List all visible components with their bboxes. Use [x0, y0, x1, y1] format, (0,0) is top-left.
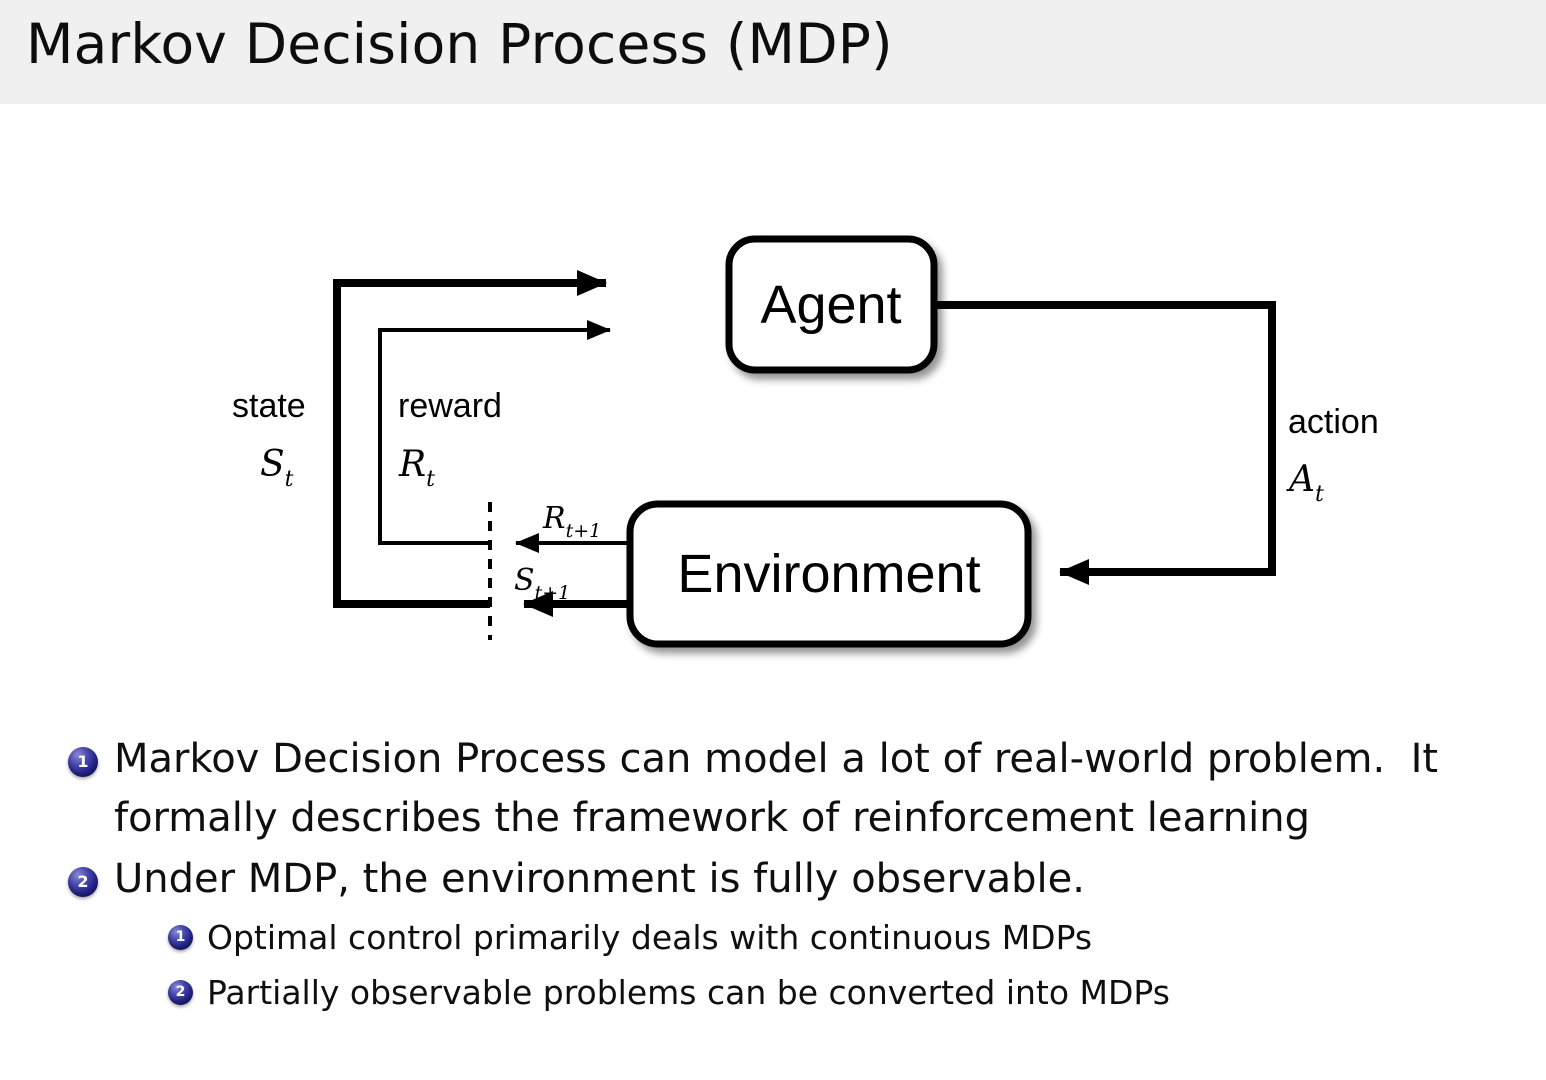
list-item[interactable]: 2 Under MDP, the environment is fully ob…: [0, 850, 1546, 909]
label-action-symbol: At: [1286, 459, 1324, 507]
label-action: action At: [1286, 403, 1379, 507]
list-item[interactable]: 2 Partially observable problems can be c…: [0, 966, 1546, 1019]
node-agent[interactable]: Agent: [725, 235, 938, 374]
list-item-line: Under MDP, the environment is fully obse…: [114, 856, 1085, 902]
list-item-text-block: Markov Decision Process can model a lot …: [114, 730, 1438, 848]
node-agent-label: Agent: [760, 275, 901, 335]
label-state-symbol: St: [260, 444, 294, 492]
edge-action: [935, 301, 1276, 585]
list-item[interactable]: 1 Markov Decision Process can model a lo…: [0, 730, 1546, 848]
bullet-number-badge: 2: [168, 980, 193, 1005]
node-environment[interactable]: Environment: [626, 500, 1032, 648]
bullet-number-badge: 1: [68, 747, 98, 777]
label-reward-symbol: Rt: [398, 444, 435, 492]
label-reward-text: reward: [398, 387, 502, 425]
list-item-text-block: Under MDP, the environment is fully obse…: [114, 850, 1085, 909]
edge-reward: [378, 320, 611, 545]
bullet-number-badge: 1: [168, 925, 193, 950]
list-item-line: Markov Decision Process can model a lot …: [114, 736, 1439, 782]
list-item-text-block: Partially observable problems can be con…: [207, 966, 1170, 1019]
node-environment-label: Environment: [677, 544, 980, 604]
slide-header-bar: [0, 0, 1546, 104]
label-reward-next: Rt+1: [542, 501, 601, 542]
bullet-number-badge: 2: [68, 867, 98, 897]
label-state-text: state: [232, 387, 306, 425]
label-action-text: action: [1288, 403, 1379, 441]
edge-state: [333, 270, 607, 608]
list-item[interactable]: 1 Optimal control primarily deals with c…: [0, 911, 1546, 964]
label-state: state St: [232, 387, 306, 492]
mdp-diagram: Agent Environment state St reward Rt act…: [0, 104, 1546, 704]
list-item-line: Optimal control primarily deals with con…: [207, 918, 1093, 957]
list-item-text-block: Optimal control primarily deals with con…: [207, 911, 1092, 964]
label-reward: reward Rt: [398, 387, 502, 492]
list-item-line: Partially observable problems can be con…: [207, 973, 1170, 1012]
list-item-line: formally describes the framework of rein…: [114, 795, 1310, 841]
label-state-next: St+1: [514, 563, 570, 604]
bullet-list: 1 Markov Decision Process can model a lo…: [0, 730, 1546, 1021]
page-title: Markov Decision Process (MDP): [26, 12, 893, 76]
